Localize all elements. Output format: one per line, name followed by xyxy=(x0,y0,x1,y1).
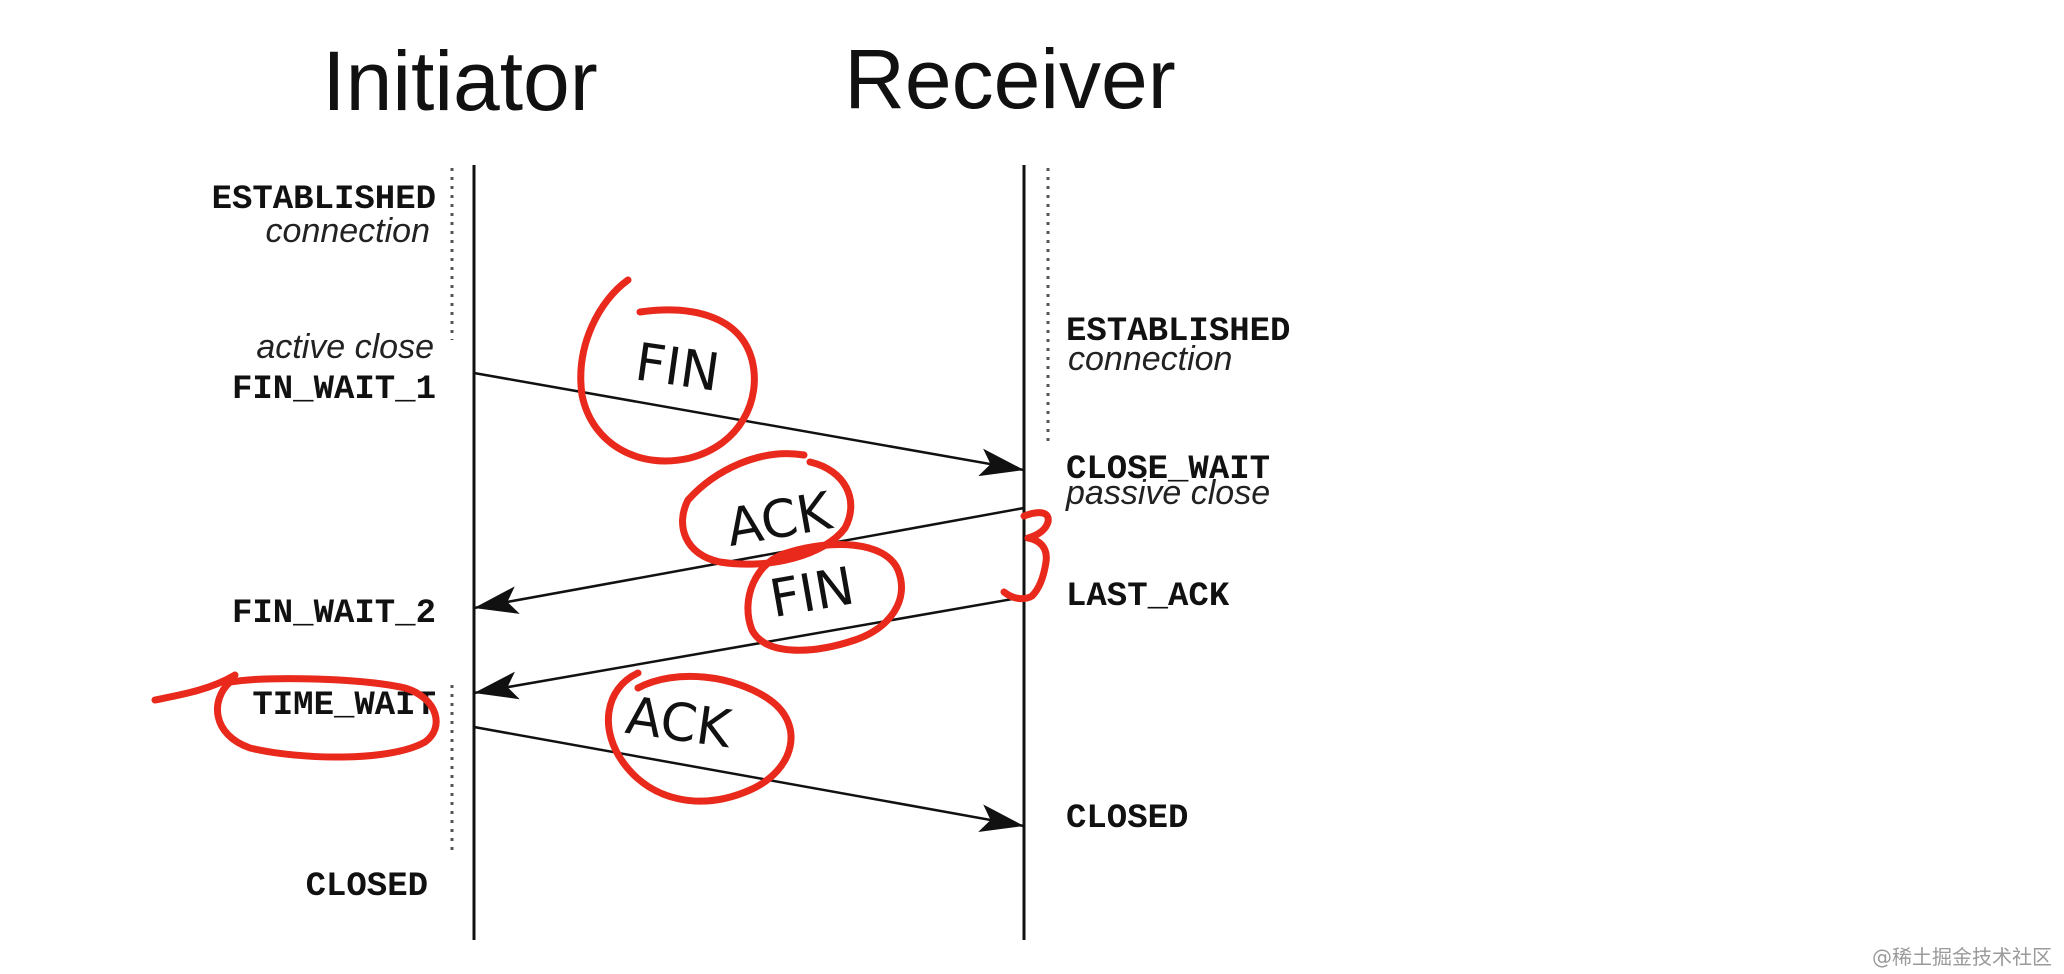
ack-1-circle xyxy=(679,450,855,568)
fin-wait-1-label: FIN_WAIT_1 xyxy=(232,371,436,409)
fin-1-arrow xyxy=(473,371,1025,477)
receiver-title: Receiver xyxy=(844,32,1175,126)
handwritten-three-mark xyxy=(1000,509,1052,603)
receiver-connection-note: connection xyxy=(1068,340,1232,378)
time-wait-underline-stroke xyxy=(151,671,239,704)
fin-2-arrow xyxy=(473,595,1025,700)
ack-2-circle xyxy=(604,669,795,805)
ack-2-arrow xyxy=(473,725,1025,832)
initiator-connection-note: connection xyxy=(266,212,430,250)
initiator-established-label: ESTABLISHED xyxy=(212,181,436,219)
fin-1-label: FIN xyxy=(632,333,724,404)
ack-2-label: ACK xyxy=(622,686,736,760)
passive-close-note: passive close xyxy=(1065,474,1270,512)
watermark-text: @稀土掘金技术社区 xyxy=(1872,945,2052,969)
time-wait-circle xyxy=(214,675,440,761)
fin-2-label: FIN xyxy=(765,556,858,630)
fin-1-circle xyxy=(577,276,758,465)
initiator-closed-label: CLOSED xyxy=(306,868,428,906)
time-wait-label: TIME_WAIT xyxy=(252,687,436,725)
fin-2-circle xyxy=(744,541,905,654)
active-close-note: active close xyxy=(256,328,434,366)
initiator-title: Initiator xyxy=(322,34,597,128)
receiver-established-label: ESTABLISHED xyxy=(1066,313,1290,351)
fin-wait-2-label: FIN_WAIT_2 xyxy=(232,595,436,633)
ack-1-arrow xyxy=(473,506,1025,614)
last-ack-label: LAST_ACK xyxy=(1066,578,1230,616)
receiver-closed-label: CLOSED xyxy=(1066,800,1188,838)
close-wait-label: CLOSE_WAIT xyxy=(1066,451,1270,489)
